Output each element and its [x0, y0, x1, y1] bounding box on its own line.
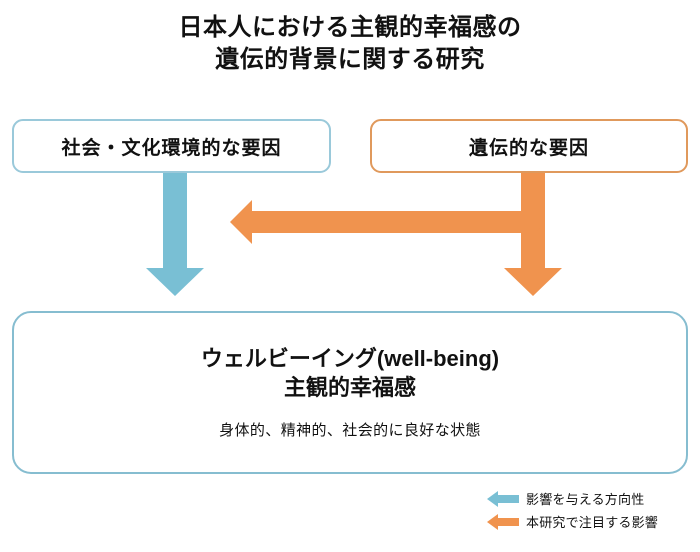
title-line-1: 日本人における主観的幸福感の	[178, 14, 522, 41]
legend: 影響を与える方向性 本研究で注目する影響	[487, 487, 697, 533]
arrow-down-genetic-icon	[504, 172, 562, 296]
legend-arrow-left-blue-icon	[487, 490, 519, 507]
arrow-left-genetic-to-social-icon	[230, 172, 541, 244]
legend-item-influence-direction: 影響を与える方向性	[487, 487, 697, 510]
legend-arrow-left-orange-icon	[487, 513, 519, 530]
legend-label-influence-direction: 影響を与える方向性	[526, 492, 645, 507]
box-wellbeing[interactable]: ウェルビーイング(well-being) 主観的幸福感 身体的、精神的、社会的に…	[12, 311, 688, 474]
page-title: 日本人における主観的幸福感の 遺伝的背景に関する研究	[0, 12, 700, 75]
box-wellbeing-heading-line-1: ウェルビーイング(well-being)	[200, 346, 500, 372]
legend-item-focus-influence: 本研究で注目する影響	[487, 510, 697, 533]
box-social-factors-label: 社会・文化環境的な要因	[61, 137, 282, 159]
box-social-factors[interactable]: 社会・文化環境的な要因	[12, 119, 331, 173]
box-genetic-factors[interactable]: 遺伝的な要因	[370, 119, 688, 173]
box-wellbeing-description: 身体的、精神的、社会的に良好な状態	[219, 421, 481, 439]
box-wellbeing-heading: ウェルビーイング(well-being) 主観的幸福感	[201, 345, 499, 402]
legend-label-focus-influence: 本研究で注目する影響	[526, 515, 659, 530]
box-wellbeing-heading-line-2: 主観的幸福感	[283, 375, 416, 400]
box-genetic-factors-label: 遺伝的な要因	[468, 137, 589, 159]
arrow-down-social-icon	[146, 172, 204, 296]
title-line-2: 遺伝的背景に関する研究	[215, 45, 485, 73]
